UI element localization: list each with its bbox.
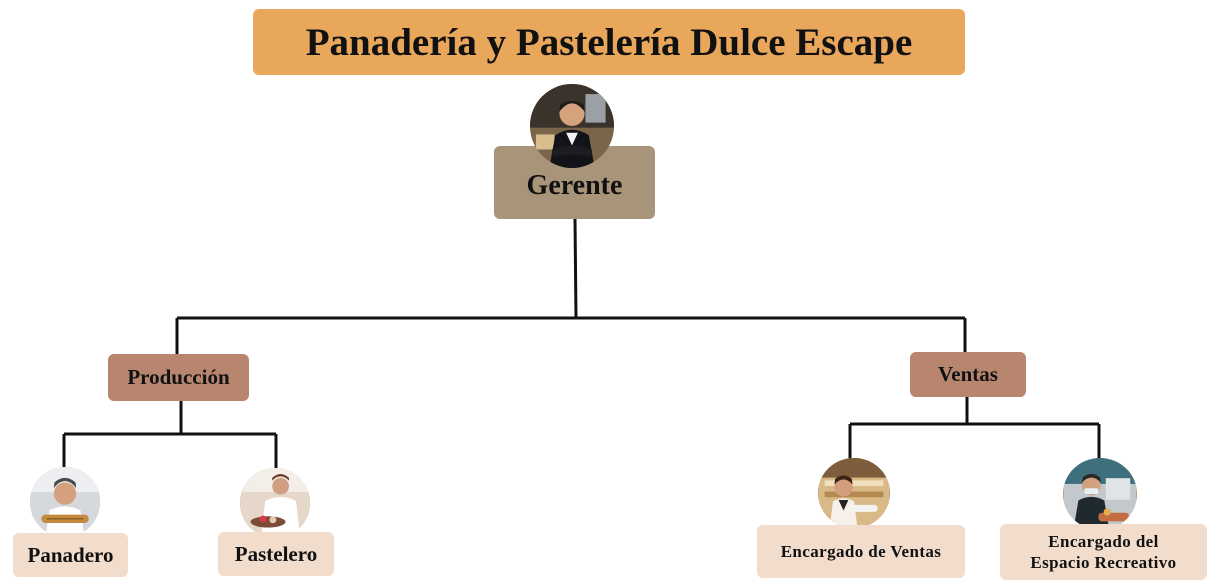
connector-gerente-trunk — [573, 218, 578, 319]
title-text: Panadería y Pastelería Dulce Escape — [305, 20, 913, 64]
pastry-chef-photo-image — [240, 468, 310, 538]
ventas-node: Ventas — [910, 352, 1026, 397]
sales-clerk-photo-icon — [818, 458, 890, 528]
baker-photo-image — [30, 467, 100, 537]
produccion-node: Producción — [108, 354, 249, 401]
encargado-recreativo-node: Encargado del Espacio Recreativo — [1000, 524, 1207, 580]
recreation-staff-photo-image — [1064, 458, 1136, 530]
pastelero-node: Pastelero — [218, 532, 334, 576]
org-chart-title: Panadería y Pastelería Dulce Escape — [253, 9, 965, 75]
encargado-ventas-node: Encargado de Ventas — [757, 525, 965, 578]
ventas-label: Ventas — [938, 362, 998, 386]
pastelero-label: Pastelero — [234, 541, 318, 566]
baker-photo-icon — [30, 467, 100, 537]
encargado-recreativo-label: Encargado del Espacio Recreativo — [1030, 531, 1176, 574]
pastry-chef-photo-icon — [240, 468, 310, 538]
encargado-ventas-label: Encargado de Ventas — [780, 541, 942, 561]
recreation-staff-photo-icon — [1063, 458, 1137, 530]
sales-clerk-photo-image — [819, 458, 889, 528]
encargado-recreativo-line2: Espacio Recreativo — [1030, 553, 1177, 572]
produccion-label: Producción — [127, 365, 230, 389]
gerente-label: Gerente — [526, 169, 623, 201]
panadero-node: Panadero — [13, 533, 128, 577]
panadero-label: Panadero — [27, 542, 114, 567]
manager-photo-image — [530, 84, 614, 168]
encargado-recreativo-line1: Encargado del — [1048, 531, 1159, 551]
manager-photo-icon — [530, 84, 614, 168]
